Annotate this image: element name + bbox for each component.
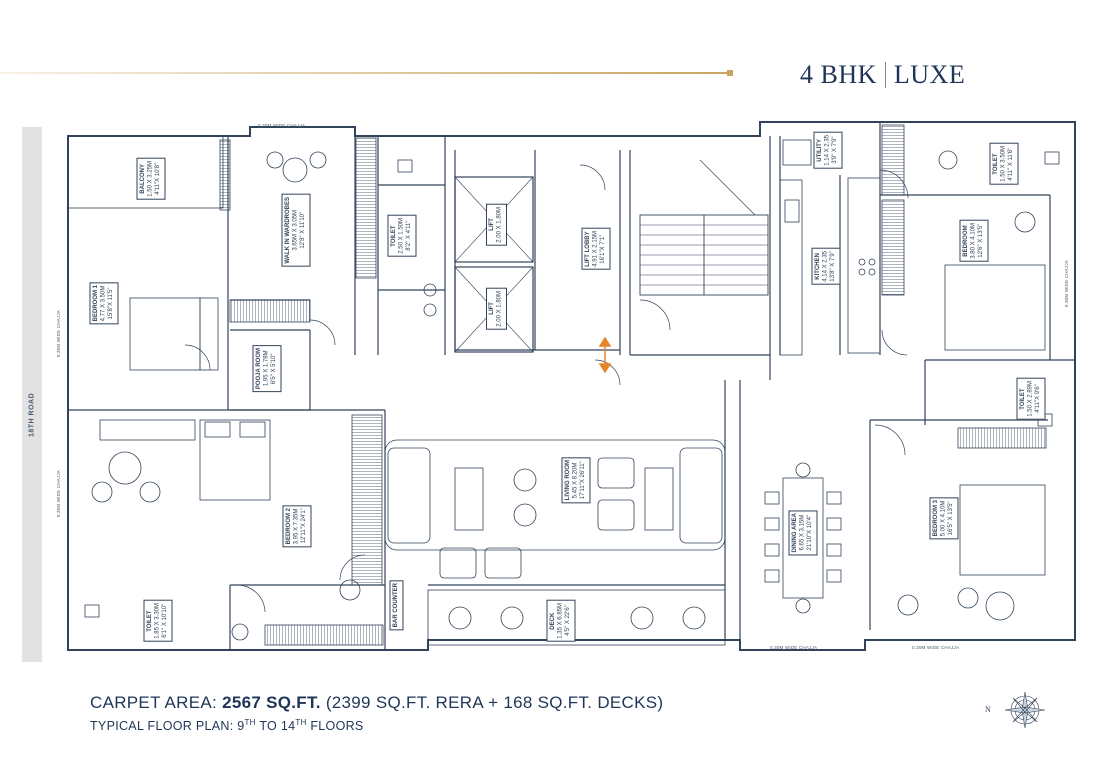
carpet-area-value: 2567 SQ.FT. [222, 693, 321, 712]
title-bhk: 4 BHK [800, 60, 877, 89]
road-strip [22, 127, 42, 662]
compass-north-label: N [985, 705, 991, 714]
header-gold-dot [727, 70, 733, 76]
typical-floor-plan: TYPICAL FLOOR PLAN: 9TH TO 14TH FLOORS [90, 718, 364, 734]
chajja-label-bottom-2: 0.30M WIDE CHAJJA [912, 645, 960, 650]
chajja-label-top: 0.30M WIDE CHAJJA [258, 123, 306, 128]
title-separator [884, 62, 886, 88]
compass-rose-icon: N [985, 690, 1057, 736]
title-variant: LUXE [893, 60, 966, 89]
floor-plan [67, 121, 1076, 651]
unit-type-title: 4 BHK LUXE [800, 58, 1000, 92]
chajja-label-left-2: 0.30M WIDE CHAJJA [56, 470, 61, 518]
carpet-area: CARPET AREA: 2567 SQ.FT. (2399 SQ.FT. RE… [90, 693, 664, 712]
chajja-label-bottom-1: 0.30M WIDE CHAJJA [770, 645, 818, 650]
chajja-label-right: 0.30M WIDE CHAJJA [1064, 260, 1069, 308]
header-gold-rule [0, 72, 730, 74]
chajja-label-left-1: 0.30M WIDE CHAJJA [56, 310, 61, 358]
room-label-bar-counter: BAR COUNTER [390, 580, 404, 631]
